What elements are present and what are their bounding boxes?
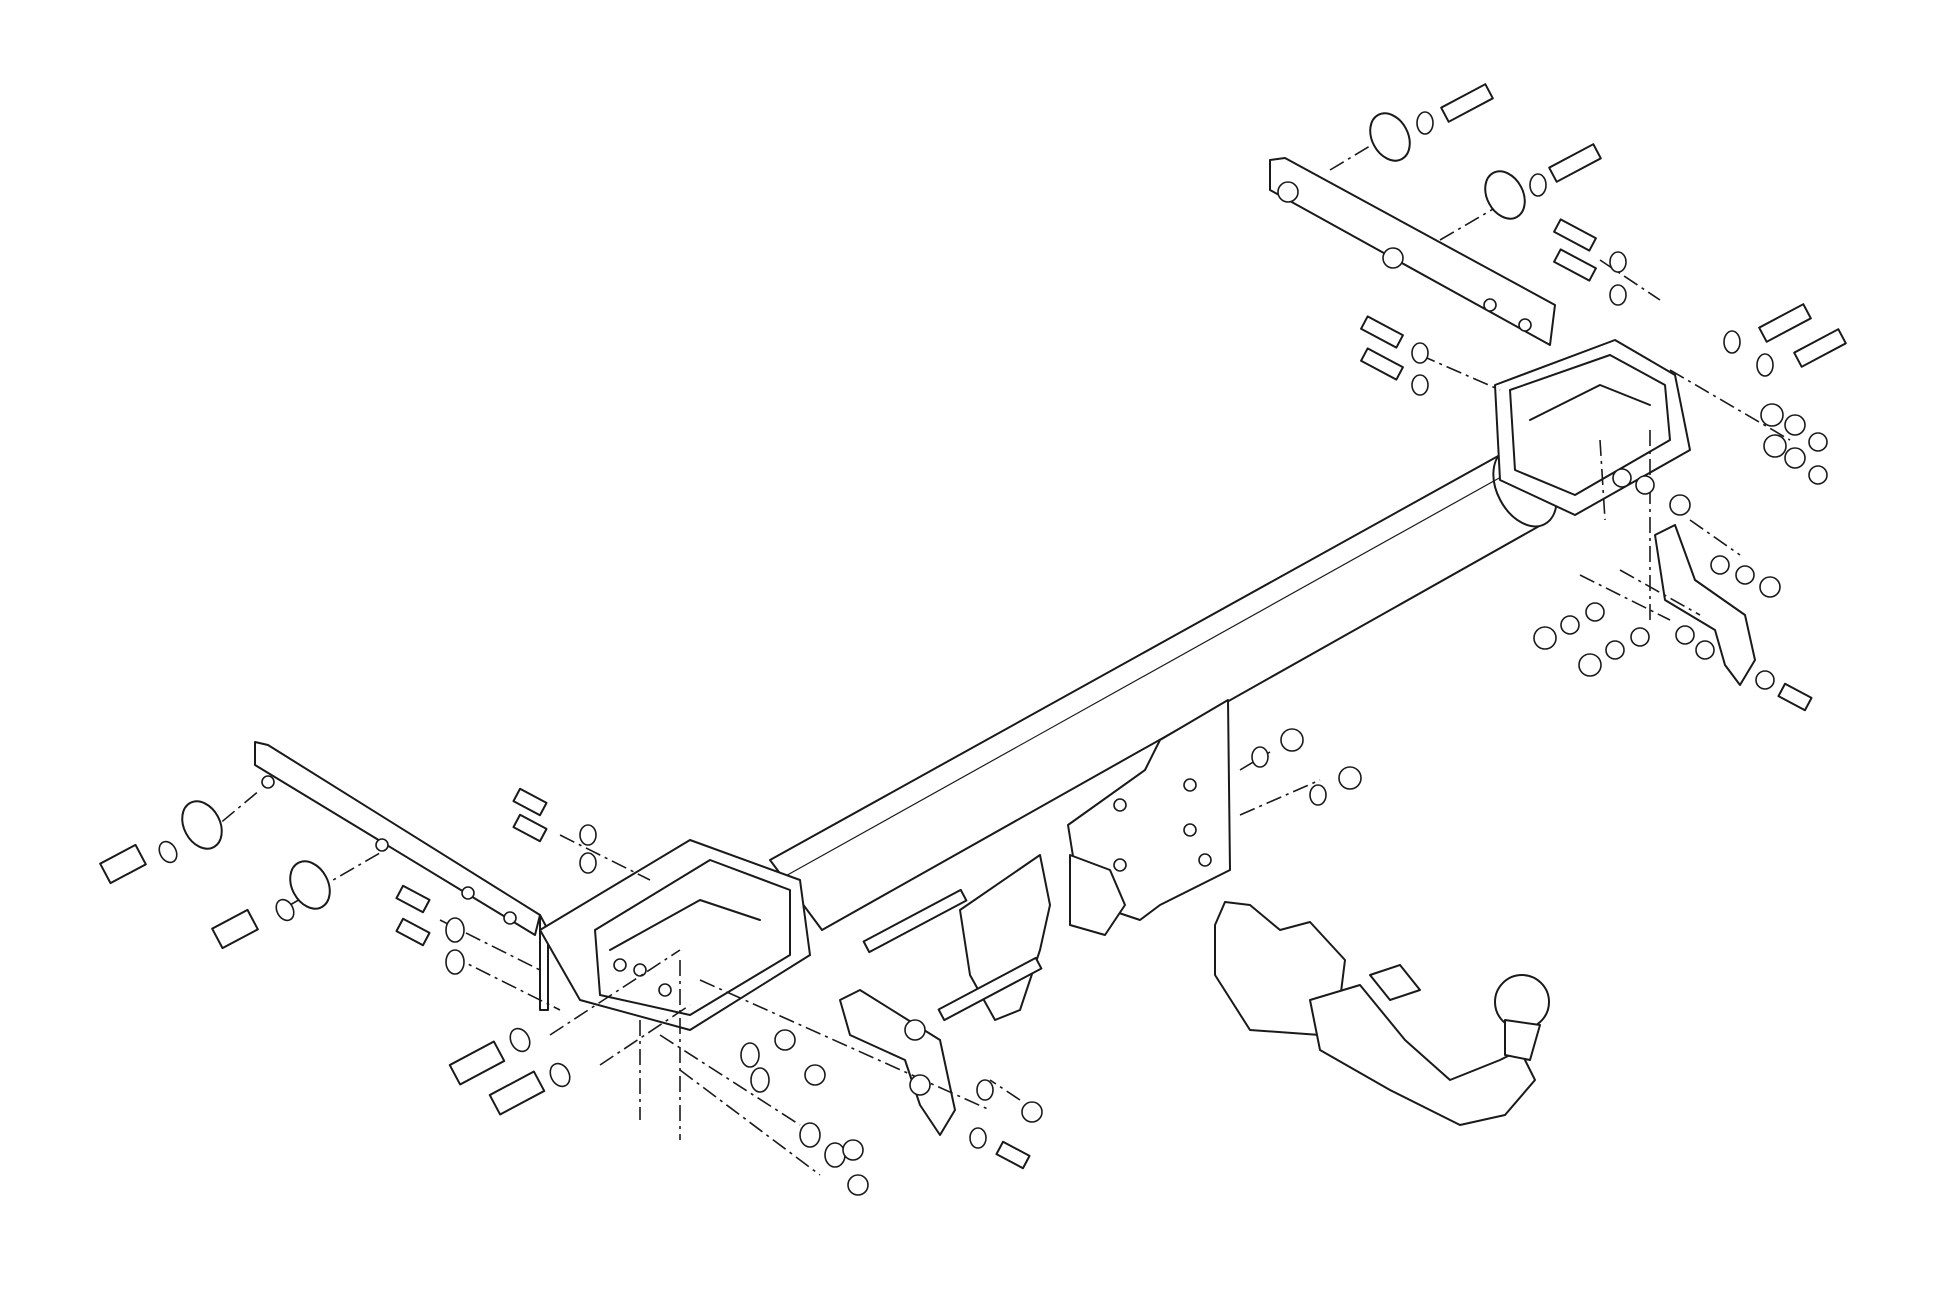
left-mounting-box <box>539 839 811 1031</box>
assembly-axis-lines <box>199 139 1791 1176</box>
hardware-fasteners <box>99 83 1847 1196</box>
right-side-bracket-arm <box>1269 157 1556 346</box>
tow-ball-assembly <box>1214 901 1550 1126</box>
right-mounting-box <box>1494 339 1691 516</box>
left-lower-strap <box>839 989 956 1136</box>
right-lower-strap <box>1654 524 1756 686</box>
left-side-bracket-arm <box>254 741 549 1011</box>
center-socket-plate <box>959 854 1126 1021</box>
